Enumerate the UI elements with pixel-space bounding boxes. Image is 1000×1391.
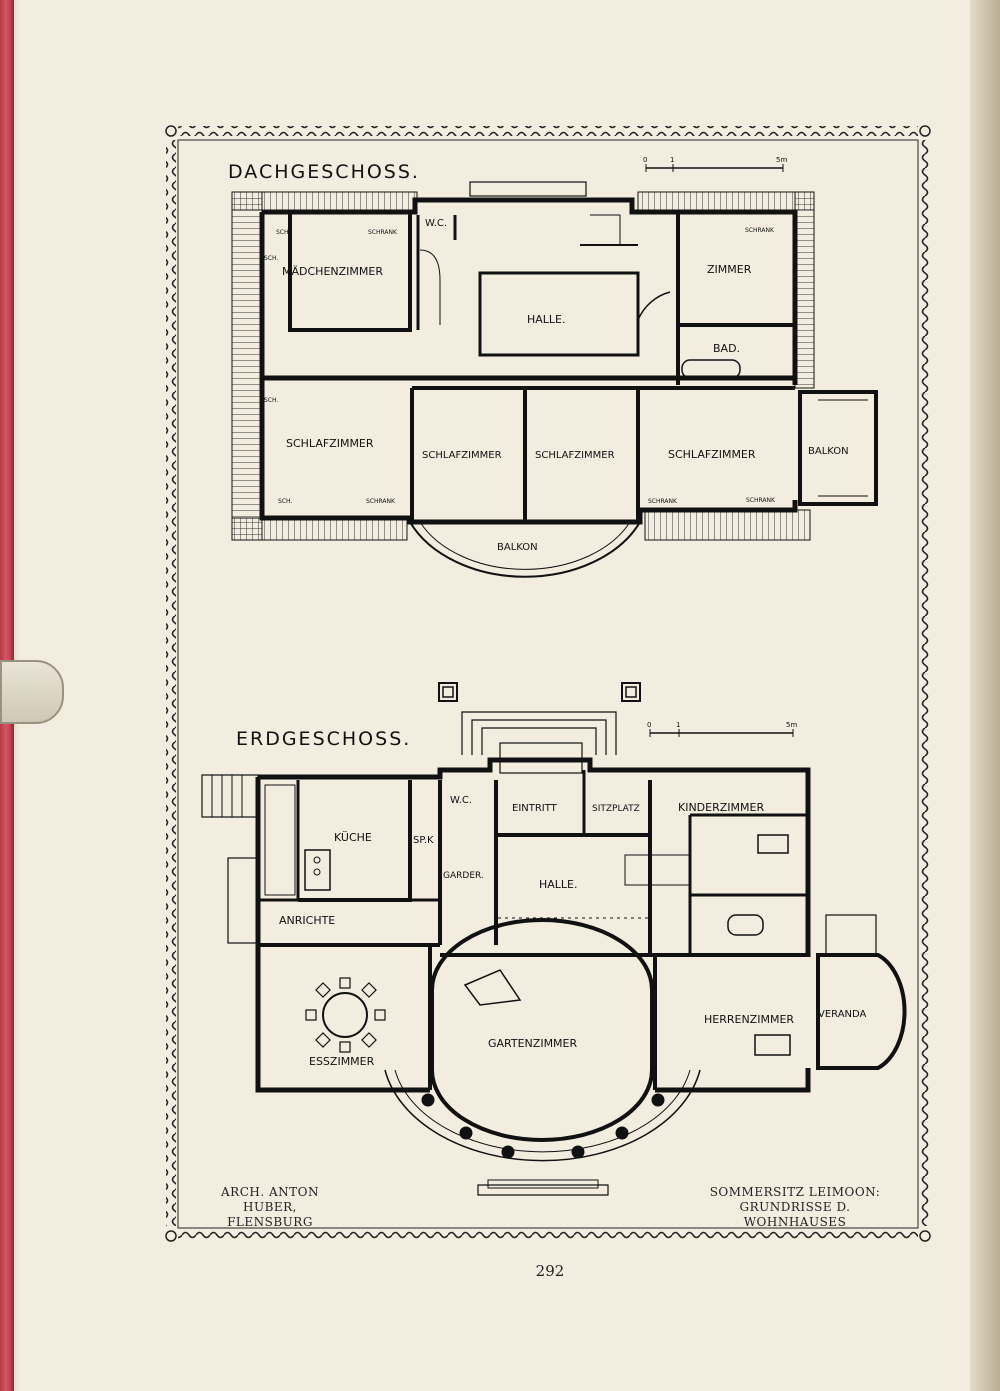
ground-room-anrichte: ANRICHTE <box>279 914 335 927</box>
ground-room-halle: HALLE. <box>539 878 578 891</box>
upper-room-schlafzimmer-4: SCHLAFZIMMER <box>668 448 756 461</box>
facing-page-edge <box>970 0 1000 1391</box>
upper-room-bad: BAD. <box>713 342 740 355</box>
ground-room-esszimmer: ESSZIMMER <box>309 1055 375 1068</box>
upper-scale-1: 1 <box>670 156 674 164</box>
upper-room-wc: W.C. <box>425 218 447 229</box>
ground-room-herrenzimmer: HERRENZIMMER <box>704 1013 794 1026</box>
upper-room-balkon-side: BALKON <box>808 446 849 457</box>
ground-room-wc: W.C. <box>450 795 472 806</box>
upper-label-schrank-4: SCHRANK <box>648 498 678 505</box>
upper-label-sch-1: SCH. <box>276 229 290 236</box>
bookmark-clip <box>0 660 64 724</box>
upper-room-balkon-front: BALKON <box>497 542 538 553</box>
upper-label-sch-4: SCH. <box>278 498 292 505</box>
ground-plan-title: ERDGESCHOSS. <box>236 728 411 750</box>
architect-caption: ARCH. ANTON HUBER, FLENSBURG <box>195 1185 345 1230</box>
ground-scale-5: 5m <box>786 721 797 729</box>
ground-scale-1: 1 <box>676 721 680 729</box>
architect-line-1: ARCH. ANTON HUBER, <box>221 1185 319 1214</box>
upper-floor-plan <box>231 164 878 578</box>
upper-room-halle: HALLE. <box>527 313 566 326</box>
upper-room-zimmer: ZIMMER <box>707 263 752 276</box>
ground-room-gartenzimmer: GARTENZIMMER <box>488 1037 578 1050</box>
ground-room-sitzplatz: SITZPLATZ <box>592 804 640 814</box>
upper-scale-0: 0 <box>643 156 647 164</box>
ground-floor-plan <box>201 682 907 1196</box>
ground-room-garder: GARDER. <box>443 871 484 881</box>
project-caption: SOMMERSITZ LEIMOON: GRUNDRISSE D. WOHNHA… <box>690 1185 900 1230</box>
ground-room-veranda: VERANDA <box>818 1009 867 1020</box>
upper-label-schrank-5: SCHRANK <box>746 497 776 504</box>
upper-label-schrank-1: SCHRANK <box>368 229 398 236</box>
upper-room-maedchenzimmer: MÄDCHENZIMMER <box>282 265 383 278</box>
upper-room-schlafzimmer-2: SCHLAFZIMMER <box>422 450 502 461</box>
upper-label-sch-3: SCH. <box>264 397 278 404</box>
page-number: 292 <box>535 1262 565 1280</box>
ground-room-spk: SP.K <box>413 835 434 846</box>
architect-line-2: FLENSBURG <box>227 1215 313 1229</box>
upper-scale-5: 5m <box>776 156 787 164</box>
upper-label-schrank-3: SCHRANK <box>366 498 396 505</box>
ground-room-kueche: KÜCHE <box>334 831 372 844</box>
upper-room-schlafzimmer-3: SCHLAFZIMMER <box>535 450 615 461</box>
ornamental-border <box>165 125 931 1242</box>
project-line-1: SOMMERSITZ LEIMOON: <box>709 1185 881 1199</box>
ground-room-eintritt: EINTRITT <box>512 803 558 814</box>
upper-room-schlafzimmer-1: SCHLAFZIMMER <box>286 437 374 450</box>
ground-room-kinderzimmer: KINDERZIMMER <box>678 801 764 814</box>
upper-plan-title: DACHGESCHOSS. <box>228 161 420 183</box>
ground-scale-0: 0 <box>647 721 651 729</box>
project-line-2: GRUNDRISSE D. WOHNHAUSES <box>739 1200 851 1229</box>
upper-label-sch-2: SCH. <box>264 255 278 262</box>
upper-label-schrank-2: SCHRANK <box>745 227 775 234</box>
